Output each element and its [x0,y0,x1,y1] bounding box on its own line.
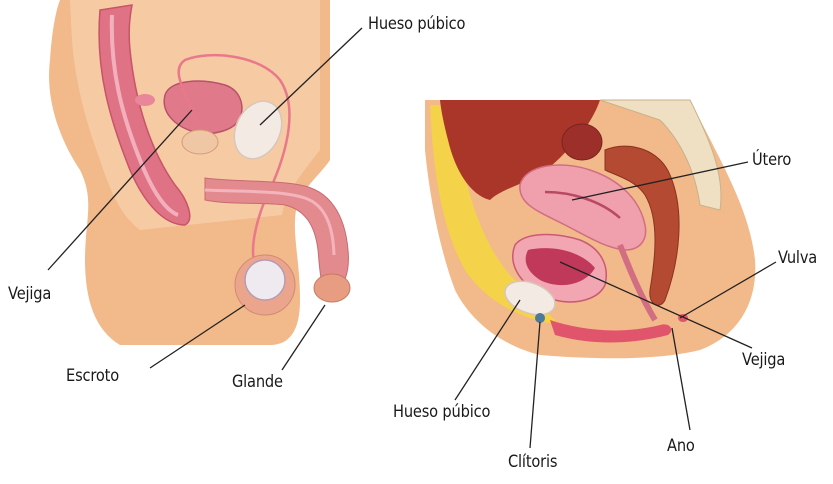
male-glans [314,274,350,302]
female-intestine-a [562,124,602,160]
female-clitoris [535,313,545,323]
male-testicle [245,260,285,300]
label-female-pubic-bone: Hueso púbico [393,402,490,422]
label-female-clitoris: Clítoris [508,452,557,472]
male-anatomy [48,0,362,370]
male-seminal-vesicle [135,94,155,106]
label-female-anus: Ano [667,436,695,456]
label-male-scrotum: Escroto [66,366,119,386]
label-female-bladder: Vejiga [742,350,785,370]
label-male-glans: Glande [232,372,283,392]
label-female-uterus: Útero [752,150,791,170]
label-male-pubic-bone: Hueso púbico [368,14,465,34]
male-prostate [182,130,218,154]
female-anatomy [425,100,776,448]
label-female-vulva: Vulva [778,248,817,268]
label-male-bladder: Vejiga [8,284,51,304]
